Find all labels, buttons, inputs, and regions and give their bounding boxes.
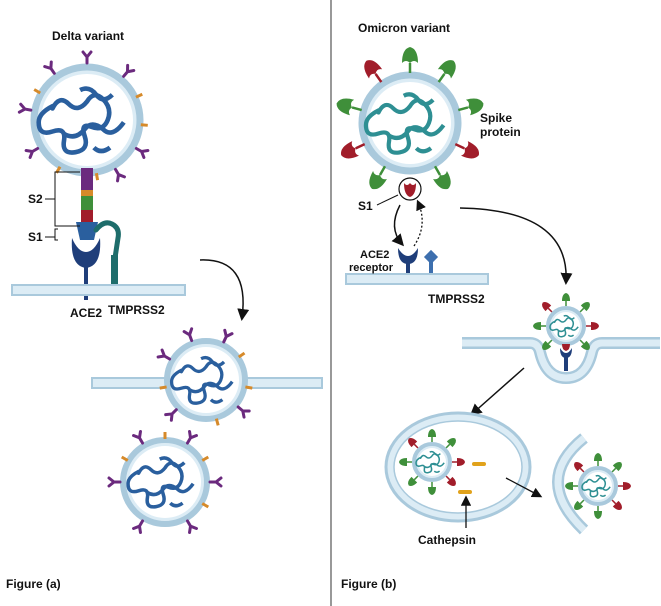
label-b-ace2-1: ACE2 (360, 249, 389, 261)
omicron-virion-entering (532, 292, 600, 353)
tmprss2-protein-b (423, 249, 439, 278)
ace2-receptor-b (398, 248, 418, 279)
label-tmprss2: TMPRSS2 (108, 303, 165, 317)
label-spike-protein-1: Spike (480, 111, 512, 125)
label-b-ace2-2: receptor (349, 262, 394, 274)
s-brackets (45, 171, 80, 241)
omicron-virion-large (333, 45, 487, 195)
host-membrane-a (11, 284, 186, 296)
host-membrane-b (345, 273, 489, 285)
panel-b: Omicron variant S1 Spike protein (333, 21, 660, 591)
label-ace2: ACE2 (70, 306, 102, 320)
endocytic-membrane (462, 337, 660, 385)
endosome-arrow (469, 367, 525, 416)
label-s1: S1 (28, 230, 43, 244)
entry-arrow-a (199, 259, 250, 321)
panel-a-title: Delta variant (52, 29, 124, 43)
endosome-opened (552, 433, 589, 535)
label-cathepsin: Cathepsin (418, 533, 476, 547)
endosome (384, 411, 532, 523)
binding-arrow (391, 204, 404, 247)
label-s2: S2 (28, 192, 43, 206)
receptor-in-pit (560, 344, 572, 371)
ace2-receptor (71, 238, 101, 300)
release-arrow (413, 199, 426, 247)
panel-b-title: Omicron variant (358, 21, 450, 35)
caption-b: Figure (b) (341, 577, 396, 591)
omicron-s1-spike (398, 177, 422, 201)
label-b-tmprss2: TMPRSS2 (428, 292, 485, 306)
delta-virion-internalized (107, 430, 223, 534)
panel-a: Delta variant (6, 29, 323, 591)
delta-spike-stalk (76, 168, 98, 240)
cathepsin-bar-1 (472, 462, 486, 466)
tmprss2-protein (93, 220, 121, 295)
caption-a: Figure (a) (6, 577, 61, 591)
label-spike-protein-2: protein (480, 125, 521, 139)
release-arrow-b (505, 477, 543, 498)
delta-virion-large (17, 50, 150, 183)
cathepsin-bar-2 (458, 490, 472, 494)
delta-virion-fusing (156, 327, 253, 426)
label-b-s1: S1 (358, 199, 373, 213)
entry-arrow-b (459, 207, 573, 285)
omicron-virion-released (564, 452, 632, 520)
omicron-virion-endosome (398, 428, 466, 496)
s1-pointer (376, 194, 399, 206)
